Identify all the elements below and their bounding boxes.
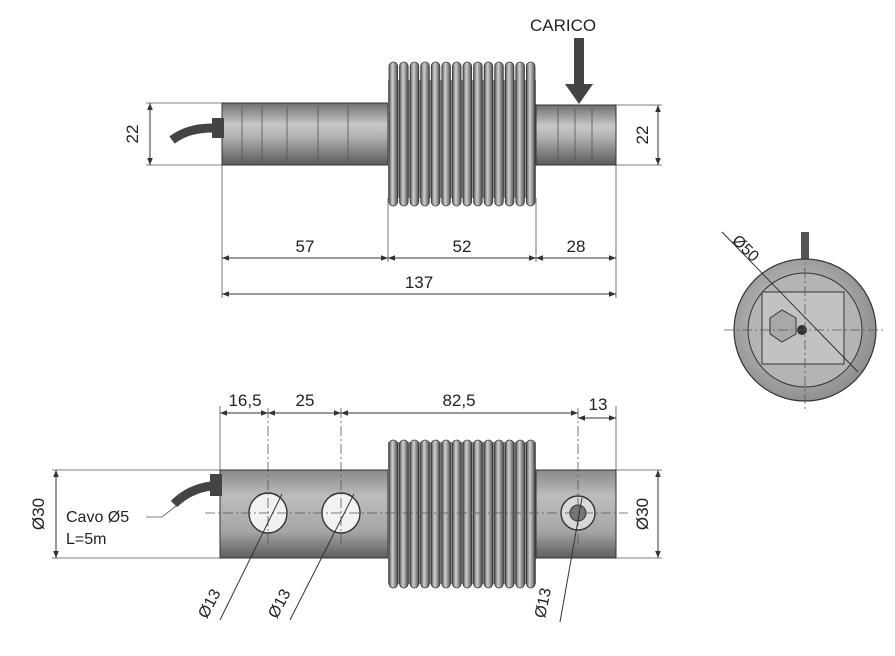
top-right-cylinder-markings	[557, 108, 593, 162]
bottom-height-dim-right: Ø30	[616, 469, 662, 559]
top-cable	[169, 123, 214, 144]
hole-2-label: Ø13	[265, 586, 294, 621]
top-height-dim-right: 22	[616, 104, 662, 166]
bottom-cable	[170, 481, 212, 508]
bellows-fin	[515, 61, 525, 207]
bottom-view: 16,5 25 82,5 13 Ø30 Ø30 Cavo Ø5 L=5m	[29, 391, 662, 623]
bellows-fin	[504, 439, 515, 589]
end-diameter-label: Ø50	[728, 232, 761, 265]
bottom-cable-gland	[210, 474, 222, 496]
top-len-c-label: 28	[567, 237, 586, 256]
hole-3-label: Ø13	[532, 586, 555, 619]
top-length-dim-b: 52	[388, 237, 536, 261]
load-arrow-icon	[565, 38, 593, 104]
bottom-dim-b: 25	[268, 391, 341, 416]
bellows-fin	[420, 61, 430, 207]
bellows-fin	[452, 61, 462, 207]
bottom-dim-d: 13	[578, 395, 616, 421]
bellows-fin	[494, 61, 504, 207]
bellows-fin	[483, 61, 494, 207]
bottom-height-left-label: Ø30	[29, 498, 48, 530]
bellows-fin	[483, 439, 494, 589]
bottom-left-block	[219, 469, 389, 559]
bottom-dim-c-label: 82,5	[442, 391, 475, 410]
bellows-fin	[504, 61, 515, 207]
bellows-fin	[420, 439, 430, 589]
end-view: Ø50	[721, 231, 886, 410]
load-label: CARICO	[530, 16, 596, 35]
bottom-height-dim-left: Ø30	[29, 469, 220, 559]
top-length-dim-a: 57	[222, 237, 388, 261]
bellows-fin	[473, 61, 483, 207]
bellows-fin	[452, 439, 462, 589]
bottom-dim-d-label: 13	[589, 395, 608, 414]
top-bellows-fins	[388, 61, 536, 207]
bellows-fin	[399, 439, 409, 589]
bellows-fin	[526, 61, 536, 207]
top-len-b-label: 52	[453, 237, 472, 256]
bellows-fin	[462, 439, 472, 589]
end-nut-icon	[769, 309, 797, 343]
bellows-fin	[462, 61, 472, 207]
end-cable-stub	[801, 232, 809, 260]
bellows-fin	[441, 61, 451, 207]
cable-label-line2: L=5m	[66, 531, 106, 548]
bellows-fin	[409, 61, 420, 207]
top-height-left-label: 22	[123, 125, 142, 144]
bottom-dim-a-label: 16,5	[228, 391, 261, 410]
top-right-cylinder	[535, 104, 617, 166]
bottom-dim-c: 82,5	[341, 391, 578, 416]
top-view: CARICO 22 22	[123, 16, 662, 298]
bellows-fin	[409, 439, 420, 589]
top-length-dim-c: 28	[536, 237, 616, 261]
top-length-dim-total: 137	[222, 273, 616, 297]
top-cable-gland	[212, 118, 224, 138]
top-len-total-label: 137	[405, 273, 433, 292]
bottom-bellows-fins	[388, 439, 536, 589]
bellows-fin	[526, 439, 536, 589]
bellows-fin	[473, 439, 483, 589]
top-len-a-label: 57	[296, 237, 315, 256]
bottom-dim-b-label: 25	[296, 391, 315, 410]
bellows-fin	[515, 439, 525, 589]
hole-3-leader: Ø13	[532, 497, 583, 623]
top-left-cylinder	[221, 102, 389, 166]
bellows-fin	[494, 439, 504, 589]
top-height-right-label: 22	[633, 126, 652, 145]
bellows-fin	[430, 439, 441, 589]
bottom-dim-a: 16,5	[220, 391, 268, 416]
hole-1-label: Ø13	[195, 586, 224, 621]
cable-label-line1: Cavo Ø5	[66, 509, 129, 526]
bellows-fin	[430, 61, 441, 207]
bellows-fin	[388, 439, 398, 589]
bellows-fin	[399, 61, 409, 207]
bellows-fin	[388, 61, 398, 207]
bellows-fin	[441, 439, 451, 589]
top-left-cylinder-markings	[241, 106, 349, 162]
bottom-height-right-label: Ø30	[633, 498, 652, 530]
top-height-dim-left: 22	[123, 102, 222, 166]
